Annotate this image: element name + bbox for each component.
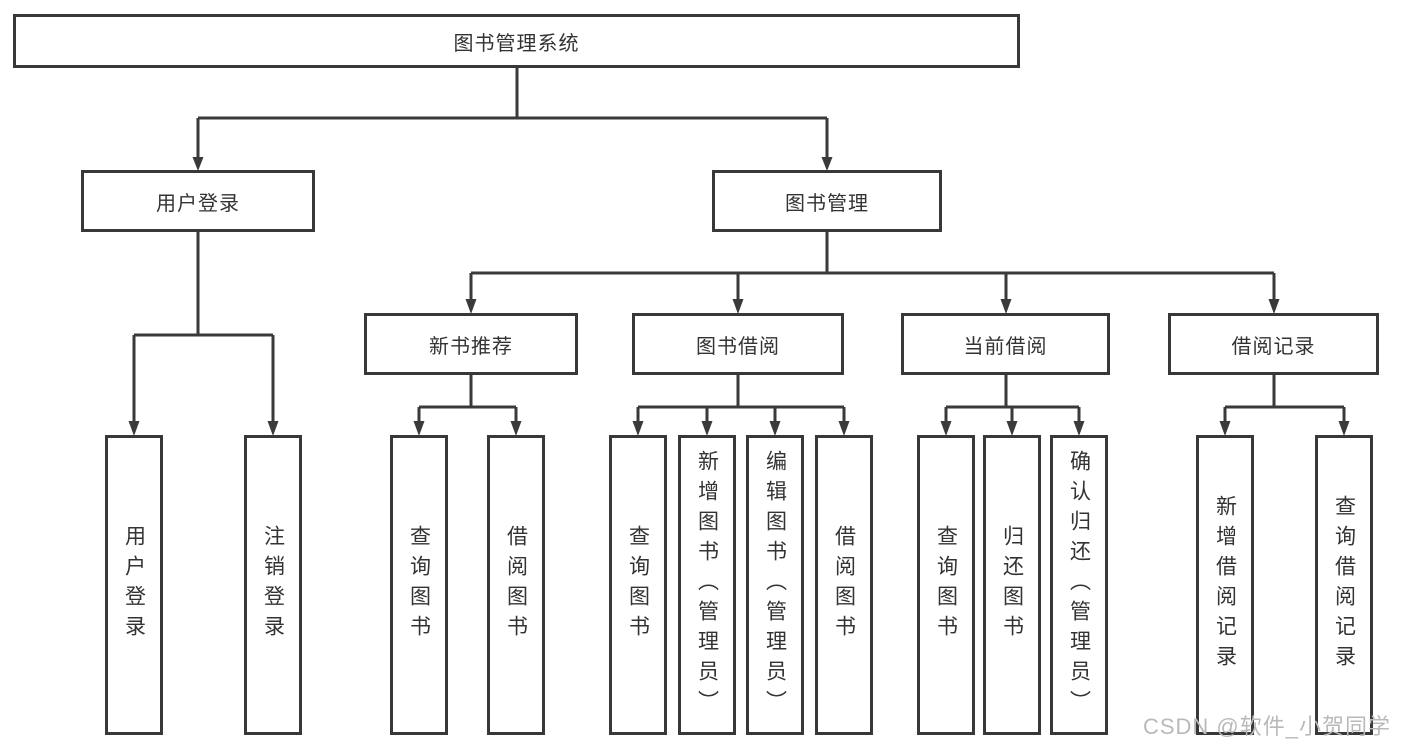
node-current-borrow: 当前借阅	[901, 313, 1110, 375]
watermark: CSDN @软件_小贺同学	[1142, 714, 1391, 739]
node-new-book-recommend: 新书推荐	[364, 313, 578, 375]
node-book-borrow-label: 图书借阅	[696, 335, 780, 358]
leaf-query-books-recommend-label: 查询图书	[407, 525, 431, 645]
leaf-user-login-label: 用户登录	[122, 525, 146, 645]
leaf-add-books-admin-label: 新增图书（管理员）	[695, 450, 719, 720]
node-book-management-label: 图书管理	[785, 192, 869, 215]
node-root-label: 图书管理系统	[453, 32, 580, 55]
node-new-book-recommend-label: 新书推荐	[429, 335, 513, 358]
leaf-query-books-borrow-label: 查询图书	[626, 525, 650, 645]
node-current-borrow-label: 当前借阅	[963, 335, 1048, 358]
leaf-query-books-current: 查询图书	[917, 435, 975, 735]
leaf-query-books-borrow: 查询图书	[609, 435, 667, 735]
node-user-login-label: 用户登录	[156, 192, 240, 215]
node-borrow-records: 借阅记录	[1168, 313, 1379, 375]
leaf-query-borrow-record: 查询借阅记录	[1315, 435, 1373, 735]
leaf-borrow-books-label: 借阅图书	[832, 525, 856, 645]
leaf-logout: 注销登录	[244, 435, 302, 735]
leaf-user-login: 用户登录	[105, 435, 163, 735]
leaf-logout-label: 注销登录	[261, 525, 285, 645]
leaf-query-books-current-label: 查询图书	[934, 525, 958, 645]
leaf-return-books-label: 归还图书	[1000, 525, 1024, 645]
leaf-add-borrow-record-label: 新增借阅记录	[1213, 495, 1237, 675]
leaf-query-books-recommend: 查询图书	[390, 435, 448, 735]
node-root-system: 图书管理系统	[13, 14, 1020, 68]
leaf-add-books-admin: 新增图书（管理员）	[678, 435, 736, 735]
leaf-return-books: 归还图书	[983, 435, 1041, 735]
leaf-borrow-books-recommend: 借阅图书	[487, 435, 545, 735]
leaf-edit-books-admin: 编辑图书（管理员）	[746, 435, 804, 735]
node-book-borrow: 图书借阅	[632, 313, 844, 375]
leaf-confirm-return-admin-label: 确认归还（管理员）	[1067, 450, 1091, 720]
node-user-login: 用户登录	[81, 170, 315, 232]
leaf-add-borrow-record: 新增借阅记录	[1196, 435, 1254, 735]
node-borrow-records-label: 借阅记录	[1231, 335, 1316, 358]
node-book-management: 图书管理	[712, 170, 942, 232]
leaf-confirm-return-admin: 确认归还（管理员）	[1050, 435, 1108, 735]
leaf-borrow-books-recommend-label: 借阅图书	[504, 525, 528, 645]
leaf-borrow-books: 借阅图书	[815, 435, 873, 735]
leaf-query-borrow-record-label: 查询借阅记录	[1332, 495, 1356, 675]
leaf-edit-books-admin-label: 编辑图书（管理员）	[763, 450, 787, 720]
